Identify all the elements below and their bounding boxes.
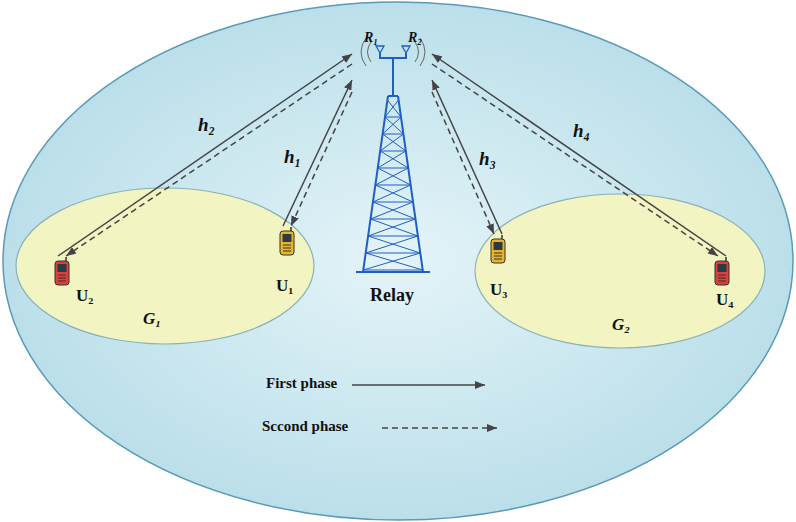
- relay-shape: [352, 45, 432, 310]
- relay-tower: [356, 38, 430, 272]
- first-phase-link: [58, 54, 352, 256]
- user-device: U₁: [272, 226, 302, 298]
- user-label: U₁: [276, 276, 293, 296]
- coverage-area: [3, 2, 793, 520]
- channel-label: h₄: [573, 120, 590, 142]
- legend-dashed-sample: [382, 427, 497, 429]
- phone-icon: [715, 257, 729, 285]
- user-group: G₁ U₂ U₁: [15, 187, 315, 345]
- user-device: U₃: [484, 234, 514, 302]
- phone-icon: [491, 235, 505, 263]
- antenna-label: R₂: [408, 30, 422, 46]
- legend-solid-sample: [352, 384, 485, 386]
- user-device: U₂: [50, 256, 102, 308]
- phone-icon: [55, 257, 69, 285]
- group-ellipse: [475, 194, 765, 348]
- first-phase-link: [283, 80, 352, 226]
- relay-label: Relay: [352, 285, 432, 306]
- channel-label: h₃: [479, 148, 496, 170]
- antenna-label: R₁: [364, 30, 378, 46]
- user-label: U₃: [490, 280, 507, 300]
- user-label: U₄: [716, 290, 733, 310]
- phone-icon: [280, 227, 294, 255]
- first-phase-link: [432, 54, 726, 256]
- second-phase-link: [432, 64, 718, 256]
- channel-label: h₂: [198, 114, 215, 136]
- group-ellipse: [16, 188, 314, 344]
- channel-label: h₁: [284, 146, 301, 168]
- legend-text: First phase: [266, 375, 337, 392]
- group-label: G₂: [612, 315, 630, 335]
- user-device: U₄: [706, 256, 746, 312]
- group-label: G₁: [143, 309, 161, 329]
- relay-node: Relay: [352, 45, 432, 310]
- second-phase-link: [66, 64, 352, 256]
- user-group: G₂ U₃ U₄: [474, 193, 766, 349]
- legend-text: Sccond phase: [262, 418, 348, 435]
- user-label: U₂: [76, 286, 93, 306]
